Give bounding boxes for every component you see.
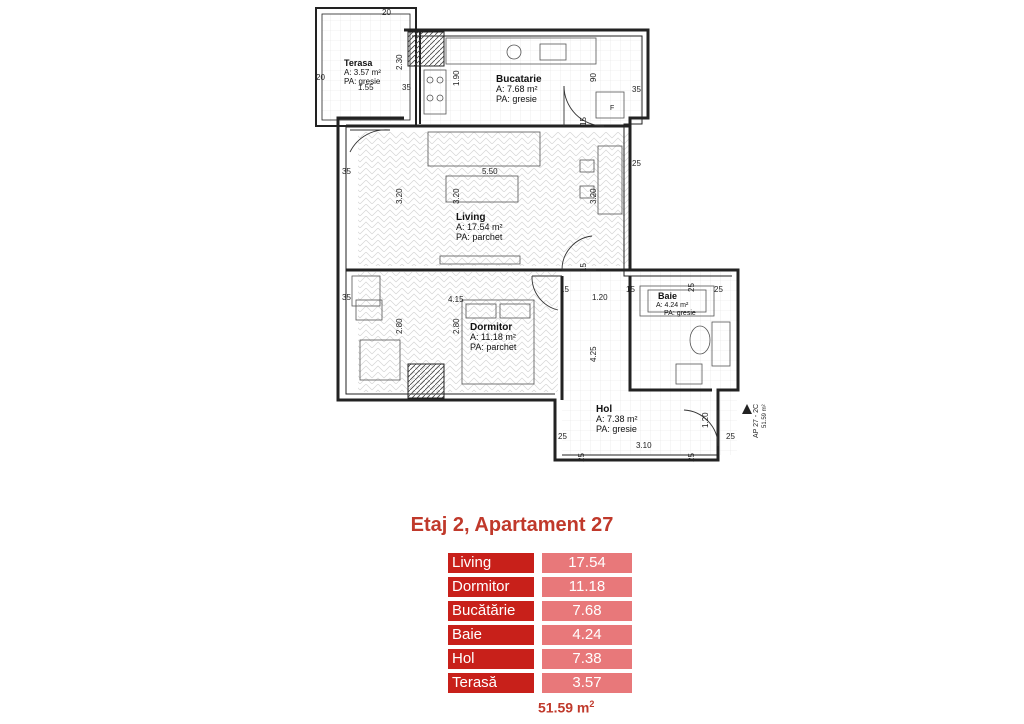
terasa-name: Terasa (344, 58, 373, 68)
svg-text:25: 25 (714, 285, 723, 294)
column-bottom (407, 363, 445, 399)
svg-text:20: 20 (382, 8, 391, 17)
svg-text:15: 15 (579, 263, 588, 272)
svg-text:2.30: 2.30 (395, 54, 404, 70)
apartment-marker-area: 51.59 m² (762, 404, 768, 428)
hol-name: Hol (596, 404, 612, 415)
area-value: 11.18 (542, 577, 632, 597)
svg-text:4.25: 4.25 (589, 346, 598, 362)
svg-text:1.90: 1.90 (452, 70, 461, 86)
svg-text:25: 25 (687, 453, 696, 462)
kitchen-fixtures (423, 37, 625, 119)
svg-text:3.20: 3.20 (452, 188, 461, 204)
hol-floor (562, 272, 737, 455)
area-value: 7.38 (542, 649, 632, 669)
dormitor-finish: PA: parchet (470, 342, 517, 352)
area-row: Bucătărie 7.68 (448, 601, 638, 621)
area-row: Living 17.54 (448, 553, 638, 573)
svg-text:35: 35 (342, 293, 351, 302)
apartment-marker-label: AP 27 - 2C (753, 404, 760, 438)
svg-text:4.15: 4.15 (448, 295, 464, 304)
svg-text:90: 90 (589, 73, 598, 82)
living-area: A: 17.54 m² (456, 222, 503, 232)
area-label: Baie (448, 625, 534, 645)
svg-text:1.55: 1.55 (358, 83, 374, 92)
svg-text:25: 25 (687, 283, 696, 292)
area-value: 7.68 (542, 601, 632, 621)
total-value: 51.59 m (538, 699, 590, 716)
total-area: 51.59 m2 (538, 699, 594, 716)
svg-text:25: 25 (632, 159, 641, 168)
area-row: Terasă 3.57 (448, 673, 638, 693)
svg-text:2.80: 2.80 (395, 318, 404, 334)
area-table: Living 17.54 Dormitor 11.18 Bucătărie 7.… (448, 553, 638, 697)
baie-finish: PA: gresie (664, 310, 696, 317)
svg-text:25: 25 (558, 432, 567, 441)
dormitor-area: A: 11.18 m² (470, 332, 516, 342)
bath-fixtures (639, 285, 731, 385)
living-furniture (351, 131, 623, 385)
terasa-finish: PA: gresie (344, 77, 381, 86)
svg-text:3.10: 3.10 (636, 441, 652, 450)
svg-text:15: 15 (626, 285, 635, 294)
dormitor-floor (358, 272, 558, 392)
svg-text:2.80: 2.80 (452, 318, 461, 334)
floor-plan: Terasa A: 3.57 m² PA: gresie Bucatarie A… (315, 7, 768, 462)
area-value: 4.24 (542, 625, 632, 645)
terasa-floor (322, 14, 410, 122)
hol-area: A: 7.38 m² (596, 414, 638, 424)
apartment-marker-arrow (742, 404, 752, 414)
area-row: Hol 7.38 (448, 649, 638, 669)
svg-text:3.20: 3.20 (395, 188, 404, 204)
svg-text:35: 35 (632, 85, 641, 94)
bucatarie-name: Bucatarie (496, 74, 542, 85)
area-value: 3.57 (542, 673, 632, 693)
walls (315, 7, 740, 462)
bucatarie-floor (420, 36, 642, 124)
living-floor (358, 132, 630, 266)
dormitor-name: Dormitor (470, 322, 512, 333)
svg-text:15: 15 (560, 285, 569, 294)
plan-heading: Etaj 2, Apartament 27 (410, 514, 614, 536)
area-label: Terasă (448, 673, 534, 693)
svg-text:5.50: 5.50 (482, 167, 498, 176)
living-finish: PA: parchet (456, 232, 503, 242)
area-label: Bucătărie (448, 601, 534, 621)
area-row: Baie 4.24 (448, 625, 638, 645)
area-value: 17.54 (542, 553, 632, 573)
svg-text:1.20: 1.20 (701, 412, 710, 428)
living-name: Living (456, 212, 485, 223)
svg-text:1.20: 1.20 (592, 293, 608, 302)
svg-text:25: 25 (726, 432, 735, 441)
hol-finish: PA: gresie (596, 424, 637, 434)
dimension-labels: 20 20 35 35 1.55 35 35 25 5.50 4.15 1.20… (316, 8, 735, 462)
svg-text:20: 20 (316, 73, 325, 82)
svg-text:F: F (610, 105, 614, 112)
svg-text:35: 35 (342, 167, 351, 176)
area-label: Dormitor (448, 577, 534, 597)
area-label: Hol (448, 649, 534, 669)
column-top (407, 31, 445, 67)
svg-text:3.20: 3.20 (589, 188, 598, 204)
area-row: Dormitor 11.18 (448, 577, 638, 597)
room-labels: Terasa A: 3.57 m² PA: gresie Bucatarie A… (344, 58, 696, 434)
total-unit-exponent: 2 (589, 699, 595, 709)
svg-text:25: 25 (577, 453, 586, 462)
terasa-area: A: 3.57 m² (344, 68, 381, 77)
bucatarie-finish: PA: gresie (496, 94, 537, 104)
svg-text:35: 35 (402, 83, 411, 92)
baie-area: A: 4.24 m² (656, 302, 689, 309)
baie-name: Baie (658, 291, 677, 301)
svg-text:15: 15 (579, 117, 588, 126)
doors (349, 85, 719, 447)
area-label: Living (448, 553, 534, 573)
bucatarie-area: A: 7.68 m² (496, 84, 538, 94)
